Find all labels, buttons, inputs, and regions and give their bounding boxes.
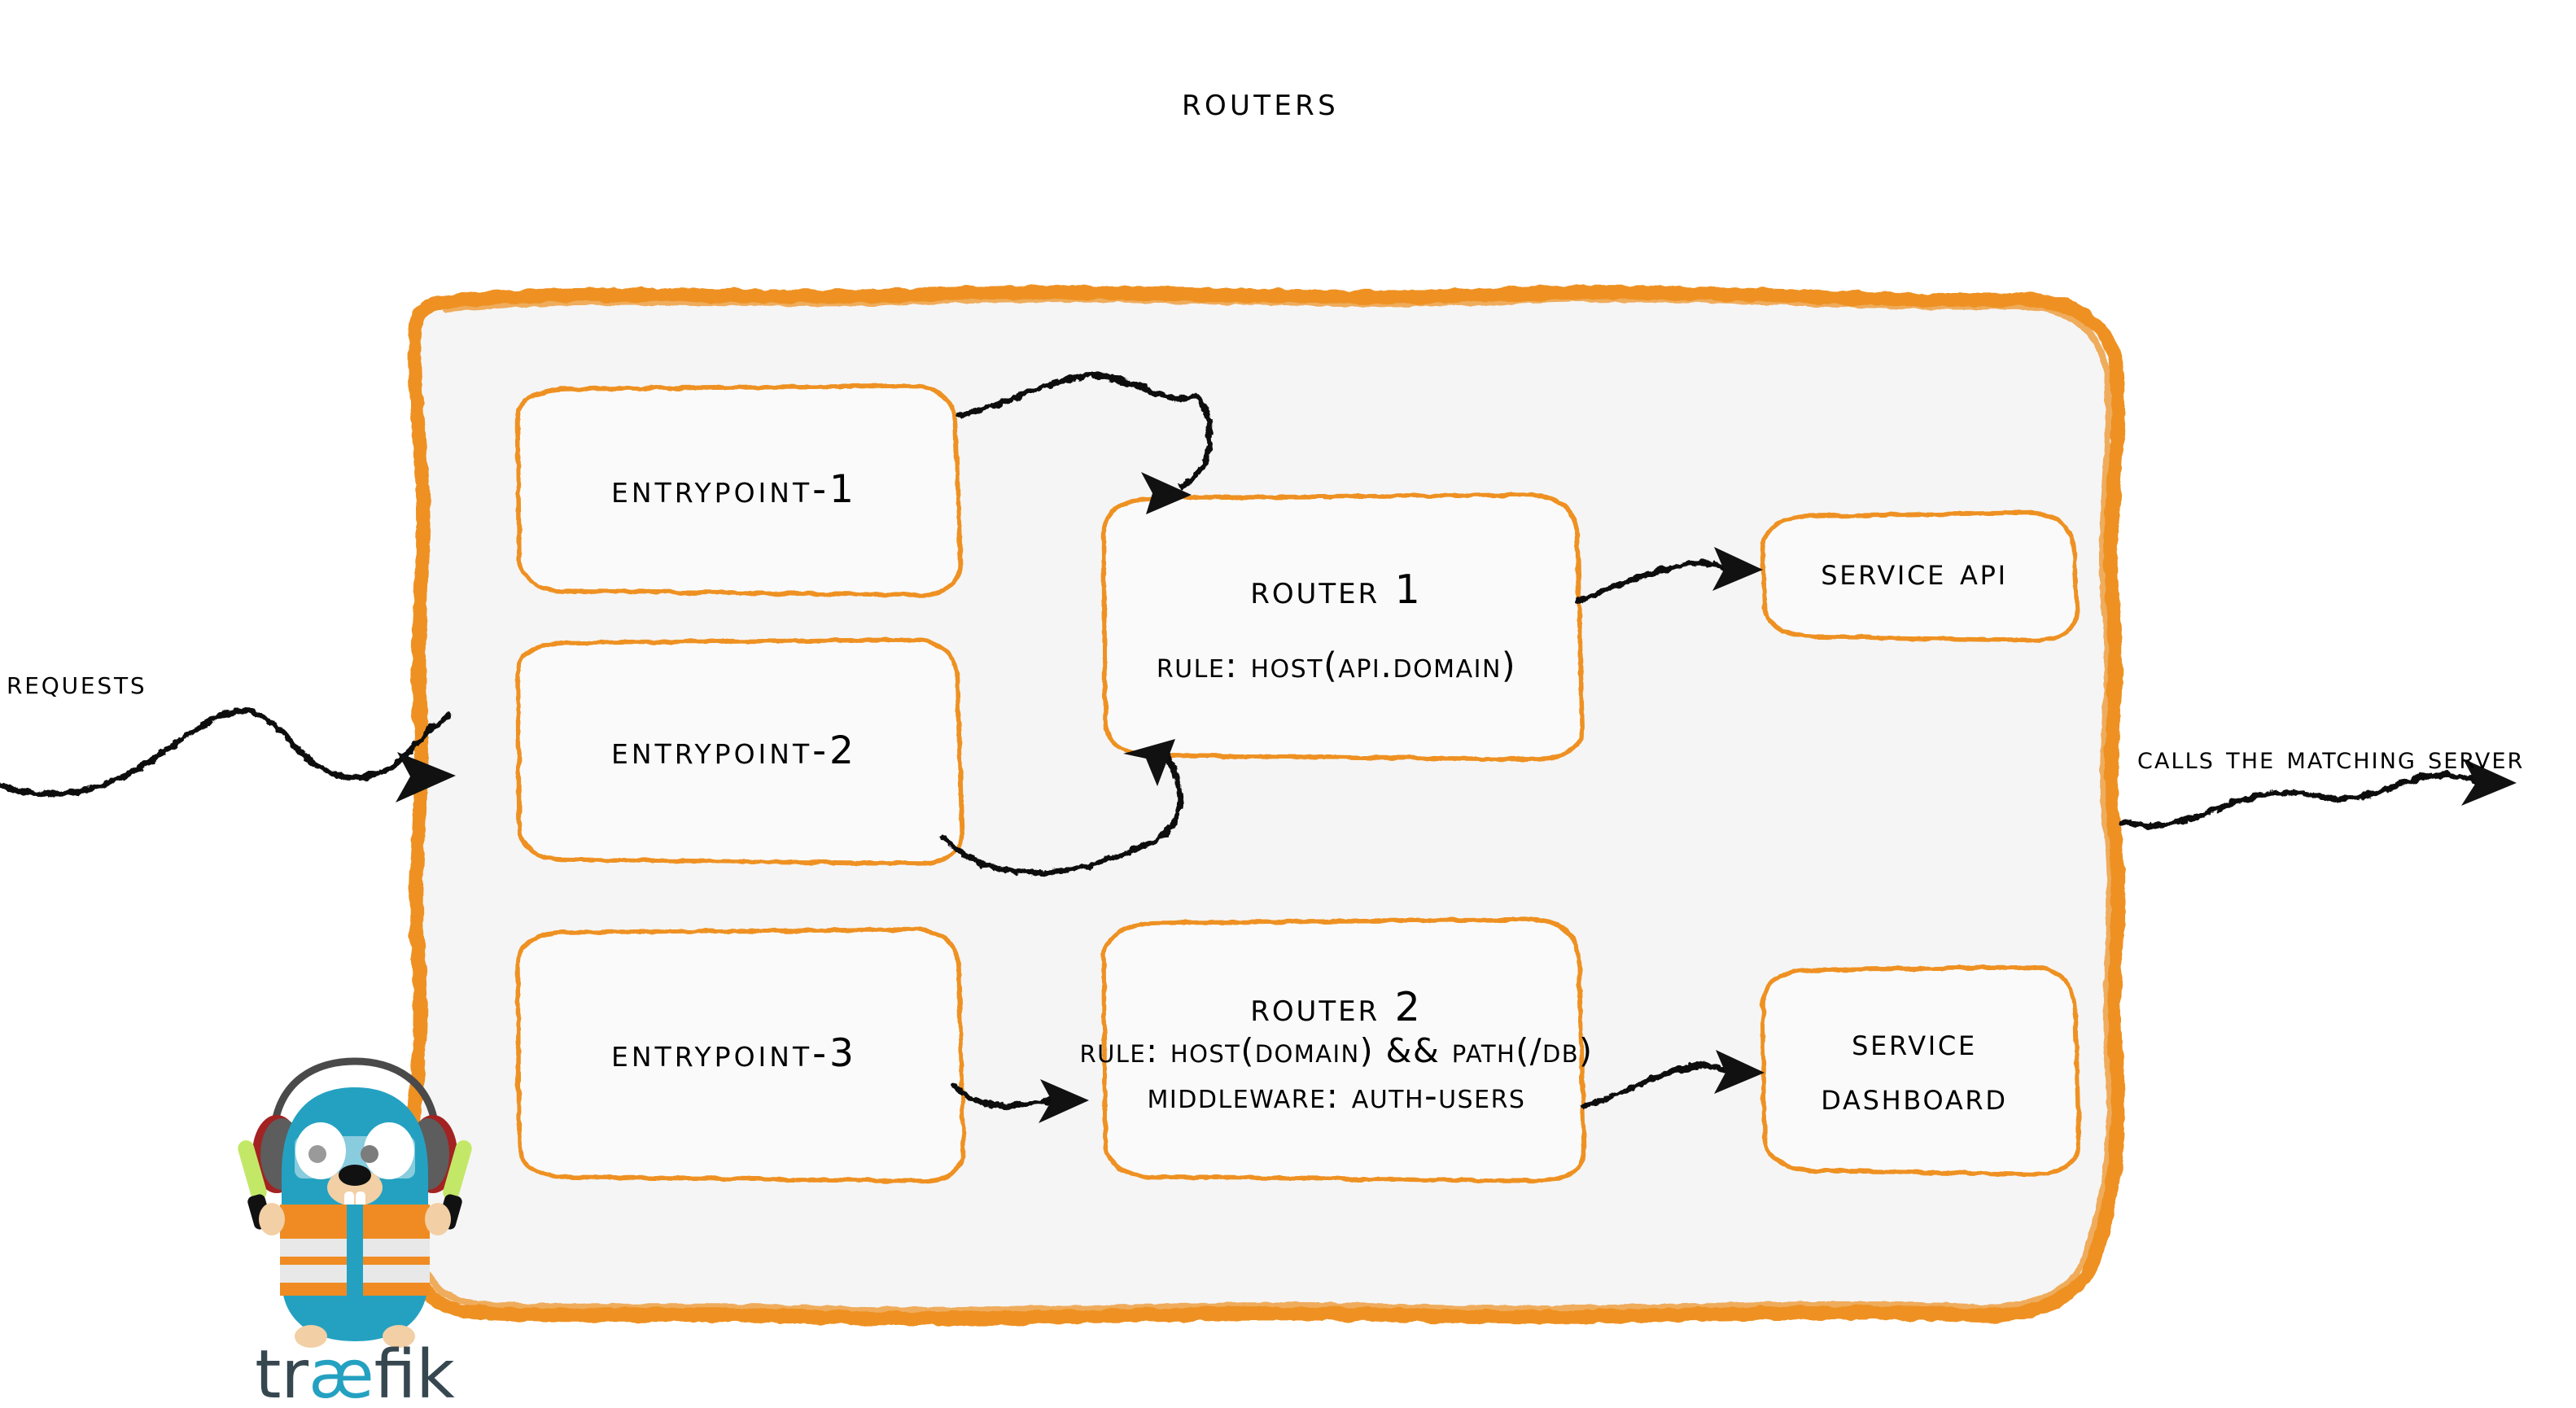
service-dashboard-label-line2: Dashboard (1821, 1075, 2008, 1118)
service-api-label: Service API (1821, 550, 2008, 594)
arrowhead-svc-api (1712, 547, 1763, 591)
router-1-title: Router 1 (1250, 566, 1423, 613)
router-1-box[interactable]: Router 1 rule: Host(api.domain) (1100, 501, 1572, 753)
entrypoint-3-box[interactable]: entrypoint-3 (511, 936, 957, 1172)
gopher-right-hand (425, 1203, 451, 1235)
router-1-rule: rule: Host(api.domain) (1156, 645, 1517, 687)
gopher-left-hand (259, 1203, 285, 1235)
service-dashboard-label-line1: Service (1852, 1020, 1977, 1064)
service-api-shape (1760, 510, 2080, 643)
arrow-ep3-to-router2 (951, 1082, 1061, 1108)
gopher-left-pupil (308, 1145, 326, 1163)
page-title: Routers (1182, 79, 1339, 125)
wordmark-suffix: fik (374, 1336, 456, 1408)
arrowhead-ep3 (1039, 1079, 1089, 1123)
wordmark-prefix: tr (255, 1336, 308, 1408)
arrowhead-svc-dash (1714, 1050, 1765, 1094)
arrowhead-requests (396, 752, 456, 802)
router-2-box[interactable]: Router 2 rule: Host(domain) && Path(/db)… (1080, 926, 1593, 1175)
arrow-container-to-calls (2119, 772, 2484, 829)
arrowhead-calls (2461, 759, 2517, 806)
traefik-logo: træfik (233, 1052, 477, 1408)
service-api-box[interactable]: Service API (1763, 523, 2066, 622)
wordmark-ligature: æ (308, 1336, 374, 1408)
gopher-tooth-left (344, 1192, 354, 1209)
entrypoint-1-label: entrypoint-1 (611, 467, 857, 513)
traefik-wordmark: træfik (255, 1336, 455, 1408)
arrow-ep2-to-router1 (941, 746, 1183, 876)
router-2-rule: rule: Host(domain) && Path(/db) (1079, 1030, 1594, 1070)
service-dashboard-box[interactable]: Service Dashboard (1763, 975, 2066, 1164)
gopher-nose (339, 1165, 371, 1186)
arrow-ep1-to-router1 (956, 372, 1213, 490)
arrowheads (396, 472, 2517, 1123)
gopher-right-pupil (361, 1145, 378, 1163)
entrypoint-1-box[interactable]: entrypoint-1 (511, 393, 957, 587)
gopher-right-foot (383, 1325, 415, 1348)
arrow-router2-to-service-dashboard (1579, 1063, 1737, 1110)
entrypoint-3-label: entrypoint-3 (611, 1031, 857, 1077)
gopher-left-foot (295, 1325, 327, 1348)
gopher-headphone-band (269, 1057, 440, 1137)
entrypoint-2-box[interactable]: entrypoint-2 (511, 647, 957, 855)
requests-label: Requests (7, 664, 147, 702)
entrypoint-3-shape (515, 927, 966, 1183)
arrow-requests-to-container (0, 708, 453, 798)
gopher-vest-gap (347, 1205, 363, 1301)
router-2-middleware: Middleware: auth-users (1147, 1075, 1526, 1117)
calls-matching-server-label: Calls the matching server (2137, 740, 2525, 776)
router-2-shape (1101, 917, 1586, 1183)
entrypoint-1-shape (515, 383, 963, 597)
arrow-router1-to-service-api (1574, 560, 1735, 604)
gopher-right-eye (364, 1122, 414, 1179)
arrowhead-ep1 (1141, 472, 1192, 514)
gopher-tooth-right (356, 1192, 365, 1209)
service-dashboard-shape (1760, 964, 2081, 1177)
entrypoint-2-label: entrypoint-2 (611, 728, 857, 773)
entrypoint-2-shape (515, 637, 964, 866)
arrowhead-ep2 (1123, 739, 1175, 786)
router-2-title: Router 2 (1250, 984, 1423, 1031)
